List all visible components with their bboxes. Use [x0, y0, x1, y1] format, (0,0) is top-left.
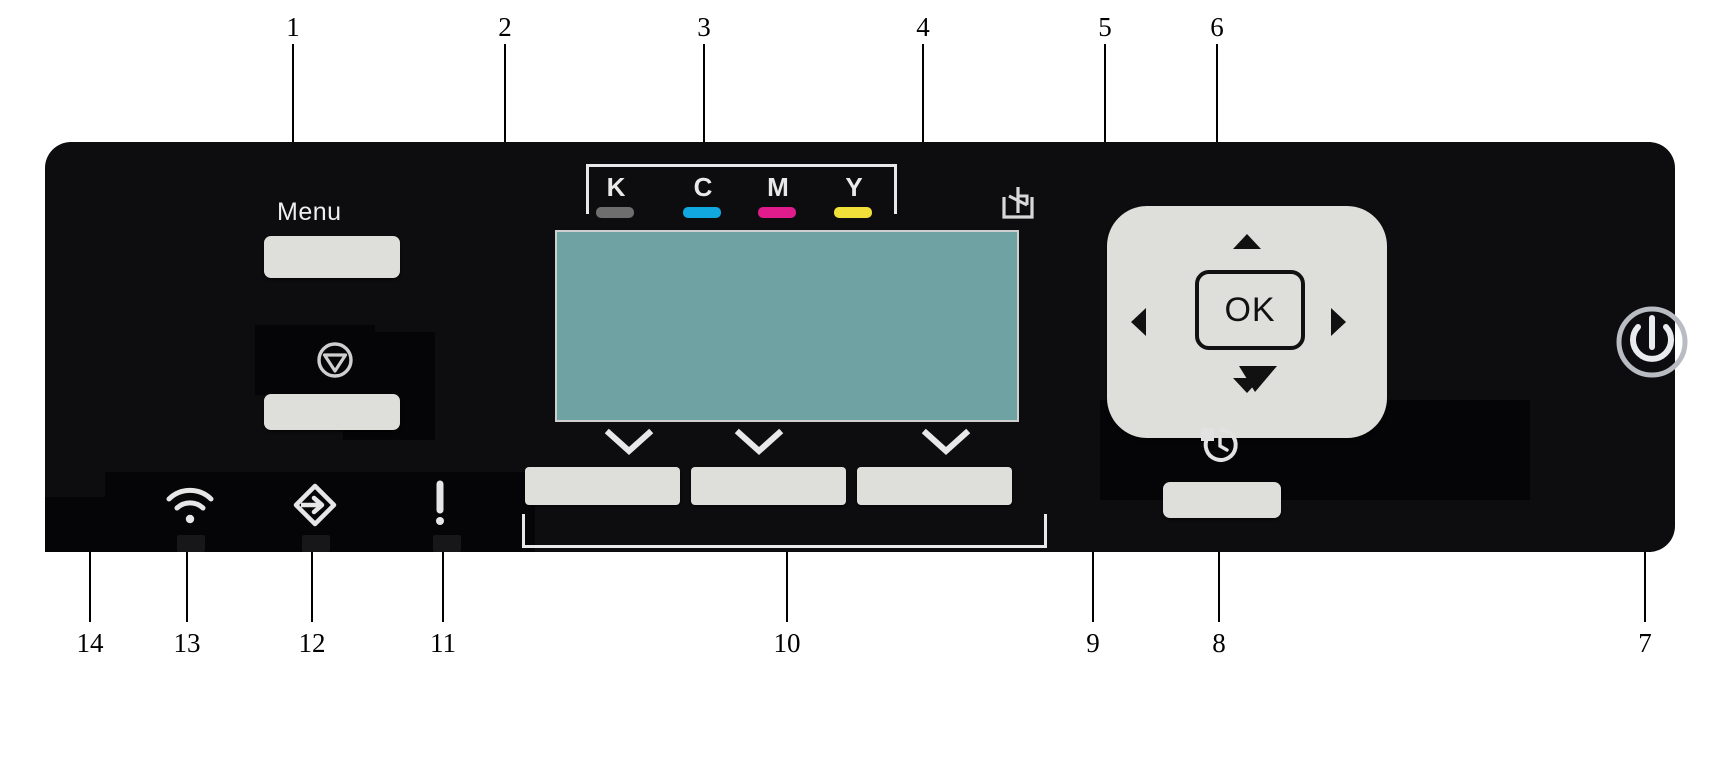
menu-button[interactable] [264, 236, 400, 278]
leader-line-13 [186, 536, 188, 622]
lcd-display [555, 230, 1019, 422]
toner-letter-y: Y [845, 172, 863, 202]
power-save-icon [1197, 422, 1243, 468]
leader-line-10 [786, 527, 788, 622]
callout-number-2: 2 [498, 12, 512, 42]
soft-key-3[interactable] [857, 467, 1012, 505]
toner-indicator-black: K [596, 174, 636, 218]
wireless-led [177, 535, 205, 552]
paper-feed-icon [996, 177, 1040, 225]
toner-letter-c: C [693, 172, 713, 202]
callout-number-3: 3 [697, 12, 711, 42]
soft-key-2[interactable] [691, 467, 846, 505]
callout-number-14: 14 [76, 628, 104, 658]
operation-panel: Menu K C M Y [45, 142, 1688, 552]
toner-bar-k [596, 207, 634, 218]
nav-arrow-up-icon[interactable] [1233, 234, 1261, 249]
callout-number-1: 1 [286, 12, 300, 42]
toner-letter-m: M [767, 172, 789, 202]
toner-bar-y [834, 207, 872, 218]
power-save-button[interactable] [1163, 482, 1281, 518]
stop-icon [313, 338, 357, 382]
callout-number-12: 12 [298, 628, 326, 658]
wifi-icon [163, 482, 217, 528]
callout-number-11: 11 [430, 628, 456, 658]
leader-line-11 [442, 536, 444, 622]
toner-bar-c [683, 207, 721, 218]
soft-key-1[interactable] [525, 467, 680, 505]
exclamation-icon [423, 478, 457, 530]
chevron-down-icon-2 [731, 425, 787, 464]
callout-number-9: 9 [1086, 628, 1100, 658]
power-button[interactable] [1610, 300, 1694, 384]
back-arrow-icon[interactable] [1235, 360, 1283, 400]
callout-number-5: 5 [1098, 12, 1112, 42]
callout-number-8: 8 [1212, 628, 1226, 658]
callout-number-13: 13 [173, 628, 201, 658]
toner-bracket [586, 164, 897, 214]
toner-bar-m [758, 207, 796, 218]
callout-number-6: 6 [1210, 12, 1224, 42]
stop-button[interactable] [264, 394, 400, 430]
callout-number-4: 4 [916, 12, 930, 42]
led-row-inset-corner [45, 497, 135, 552]
nav-arrow-right-icon[interactable] [1331, 308, 1346, 336]
leader-line-12 [311, 536, 313, 622]
chevron-down-icon-3 [918, 425, 974, 464]
menu-label: Menu [277, 198, 342, 226]
toner-indicator-cyan: C [683, 174, 723, 218]
data-diamond-icon [290, 480, 340, 530]
toner-indicator-magenta: M [758, 174, 798, 218]
toner-letter-k: K [606, 172, 626, 202]
leader-line-3 [703, 44, 705, 168]
leader-line-8 [1218, 500, 1220, 622]
callout-number-10: 10 [773, 628, 801, 658]
toner-indicator-yellow: Y [834, 174, 874, 218]
chevron-down-icon-1 [601, 425, 657, 464]
navigation-pad[interactable]: OK [1107, 206, 1387, 438]
ok-button[interactable]: OK [1195, 270, 1305, 350]
nav-arrow-left-icon[interactable] [1131, 308, 1146, 336]
data-led [302, 535, 330, 552]
leader-line-4-vertical [922, 44, 924, 168]
attention-led [433, 535, 461, 552]
soft-key-bracket [522, 514, 1047, 548]
callout-number-7: 7 [1638, 628, 1652, 658]
leader-line-5-vertical [1104, 44, 1106, 226]
